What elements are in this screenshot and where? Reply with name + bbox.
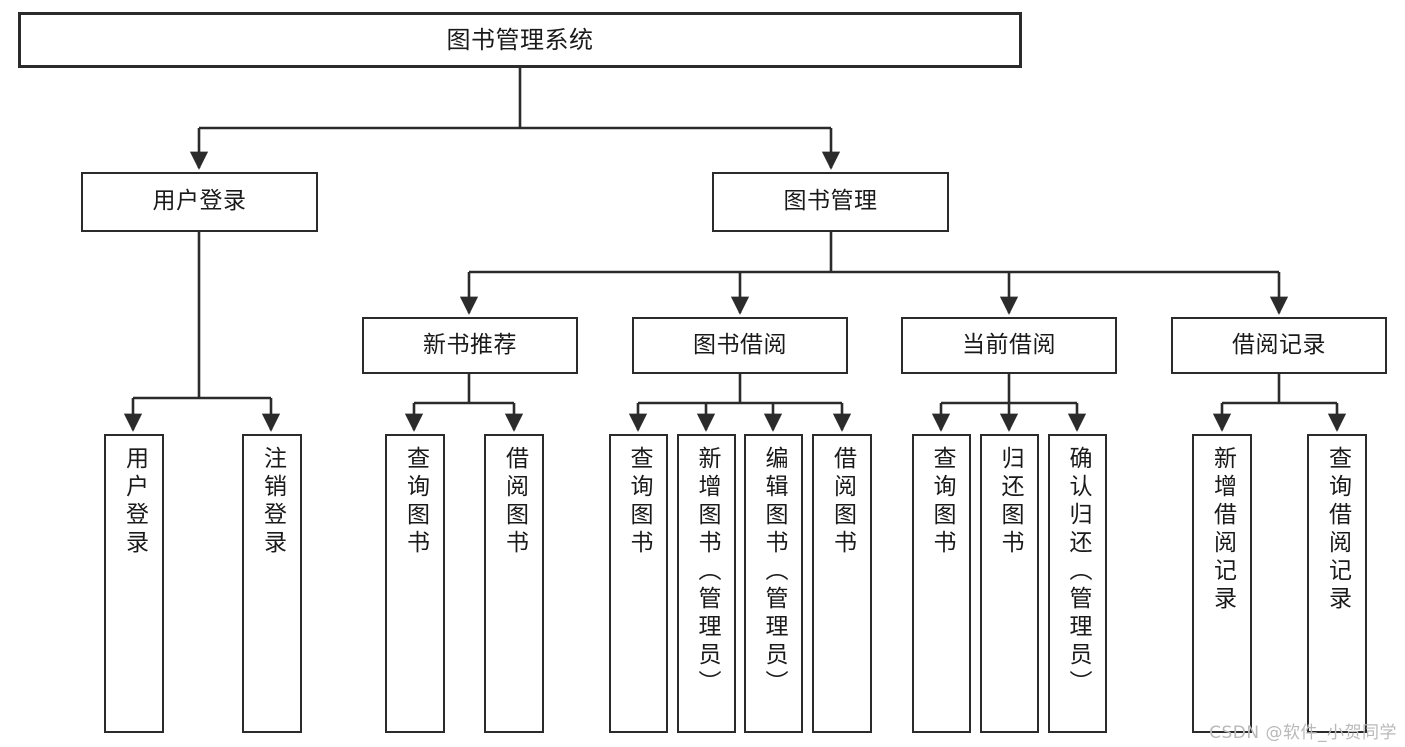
- node-leaf-query-record-label: 查询借阅记录: [1324, 446, 1351, 614]
- node-borrow-record-label: 借阅记录: [1232, 331, 1326, 358]
- node-leaf-query-record[interactable]: 查询借阅记录: [1307, 434, 1367, 733]
- node-leaf-user-login[interactable]: 用户登录: [104, 434, 164, 733]
- node-leaf-query-book-1-label: 查询图书: [402, 446, 429, 558]
- node-leaf-borrow-book-2[interactable]: 借阅图书: [812, 434, 872, 733]
- node-leaf-borrow-book-2-label: 借阅图书: [829, 446, 856, 558]
- node-book-manage[interactable]: 图书管理: [712, 172, 949, 232]
- node-leaf-query-book-2[interactable]: 查询图书: [609, 434, 668, 733]
- node-book-manage-label: 图书管理: [783, 188, 878, 215]
- node-book-borrow[interactable]: 图书借阅: [632, 317, 848, 374]
- node-leaf-edit-book-label: 编辑图书（管理员）: [761, 446, 787, 698]
- node-leaf-borrow-book-1[interactable]: 借阅图书: [484, 434, 544, 733]
- node-root-label: 图书管理系统: [446, 25, 594, 54]
- node-leaf-query-book-1[interactable]: 查询图书: [385, 434, 445, 733]
- node-user-login[interactable]: 用户登录: [81, 172, 318, 232]
- node-leaf-add-record[interactable]: 新增借阅记录: [1192, 434, 1252, 733]
- node-current-borrow-label: 当前借阅: [962, 331, 1056, 358]
- node-borrow-record[interactable]: 借阅记录: [1171, 317, 1387, 374]
- node-leaf-logout[interactable]: 注销登录: [242, 434, 302, 733]
- node-new-book-recommend[interactable]: 新书推荐: [362, 317, 578, 374]
- node-leaf-query-book-2-label: 查询图书: [626, 446, 652, 558]
- node-leaf-return-book[interactable]: 归还图书: [980, 434, 1039, 733]
- node-leaf-confirm-return-label: 确认归还（管理员）: [1065, 446, 1091, 698]
- node-leaf-borrow-book-1-label: 借阅图书: [501, 446, 528, 558]
- node-leaf-logout-label: 注销登录: [259, 446, 286, 558]
- node-leaf-query-book-3[interactable]: 查询图书: [912, 434, 971, 733]
- node-user-login-label: 用户登录: [152, 188, 247, 215]
- node-leaf-add-book-label: 新增图书（管理员）: [694, 446, 720, 698]
- node-leaf-query-book-3-label: 查询图书: [929, 446, 955, 558]
- node-leaf-add-book[interactable]: 新增图书（管理员）: [677, 434, 736, 733]
- node-root[interactable]: 图书管理系统: [18, 12, 1022, 68]
- node-book-borrow-label: 图书借阅: [693, 331, 787, 358]
- node-leaf-edit-book[interactable]: 编辑图书（管理员）: [744, 434, 803, 733]
- watermark: CSDN @软件_小贺同学: [1209, 723, 1397, 743]
- node-new-book-recommend-label: 新书推荐: [423, 331, 517, 358]
- node-current-borrow[interactable]: 当前借阅: [901, 317, 1117, 374]
- node-leaf-confirm-return[interactable]: 确认归还（管理员）: [1048, 434, 1107, 733]
- node-leaf-add-record-label: 新增借阅记录: [1209, 446, 1236, 614]
- node-leaf-return-book-label: 归还图书: [997, 446, 1023, 558]
- node-leaf-user-login-label: 用户登录: [121, 446, 148, 558]
